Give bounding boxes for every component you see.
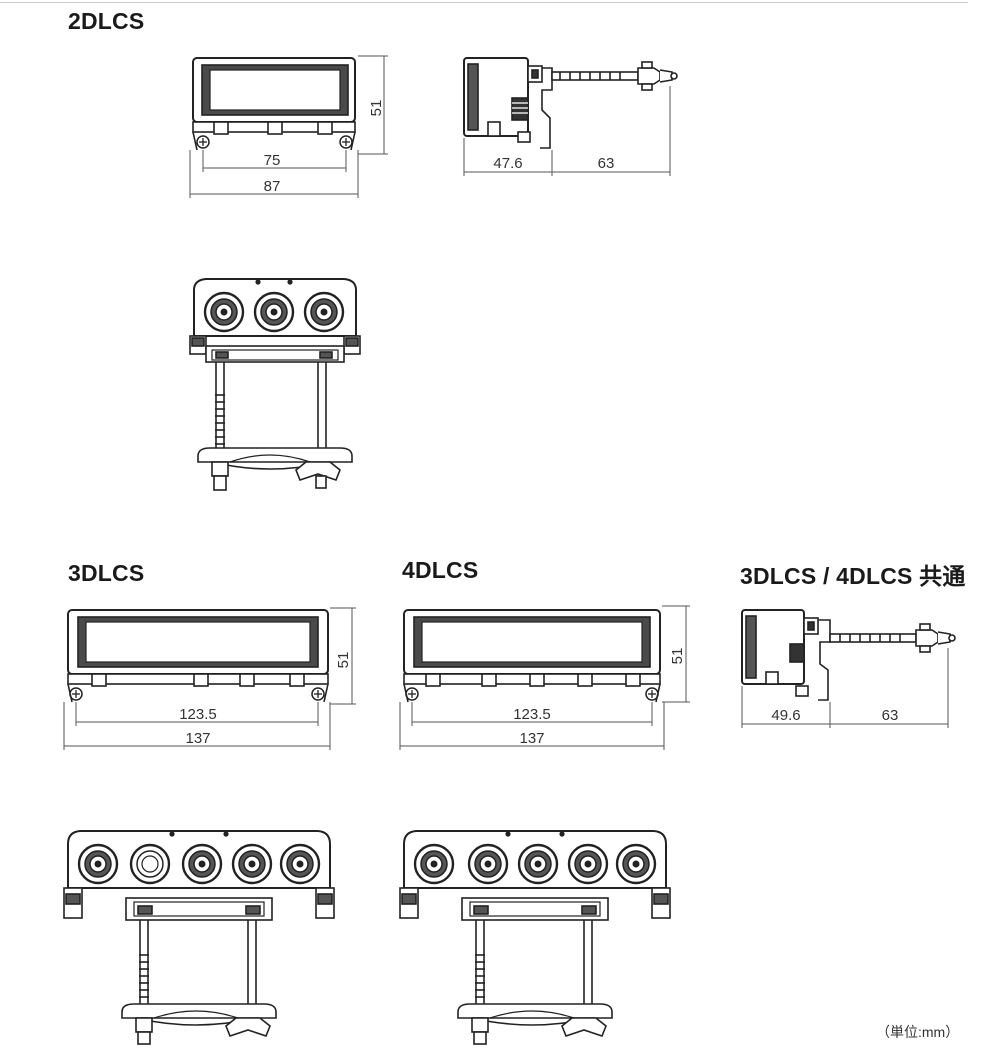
- dim-common-depth: 49.6: [771, 707, 800, 724]
- side-view-2dlcs: [463, 57, 678, 149]
- front-dims-2dlcs: [189, 55, 388, 198]
- dim-common-extension: 63: [882, 707, 899, 724]
- front-dims-3dlcs: [63, 607, 356, 750]
- top-divider: [0, 2, 968, 3]
- dim-2dlcs-height: 51: [368, 100, 385, 117]
- front-view-3dlcs: [67, 609, 329, 703]
- unit-note: （単位:mm）: [876, 1024, 960, 1040]
- title-3dlcs: 3DLCS: [68, 560, 145, 586]
- front-dims-4dlcs: [399, 605, 690, 750]
- side-dims-common: [741, 648, 949, 728]
- title-2dlcs: 2DLCS: [68, 8, 145, 34]
- dim-2dlcs-extension: 63: [598, 155, 615, 172]
- dim-4dlcs-inner: 123.5: [513, 706, 551, 723]
- side-view-common: [741, 609, 956, 701]
- dim-2dlcs-inner: 75: [264, 152, 281, 169]
- title-common: 3DLCS / 4DLCS 共通: [740, 563, 966, 589]
- center-knob-plain: [129, 843, 171, 885]
- dim-3dlcs-height: 51: [335, 652, 352, 669]
- front-view-4dlcs: [403, 609, 661, 703]
- dim-2dlcs-depth: 47.6: [493, 155, 522, 172]
- dim-4dlcs-outer: 137: [519, 730, 544, 747]
- dim-3dlcs-inner: 123.5: [179, 706, 217, 723]
- front-view-2dlcs: [192, 57, 356, 151]
- dim-4dlcs-height: 51: [669, 648, 686, 665]
- side-dims-2dlcs: [463, 86, 671, 176]
- title-4dlcs: 4DLCS: [402, 557, 479, 583]
- dim-3dlcs-outer: 137: [185, 730, 210, 747]
- dim-2dlcs-outer: 87: [264, 178, 281, 195]
